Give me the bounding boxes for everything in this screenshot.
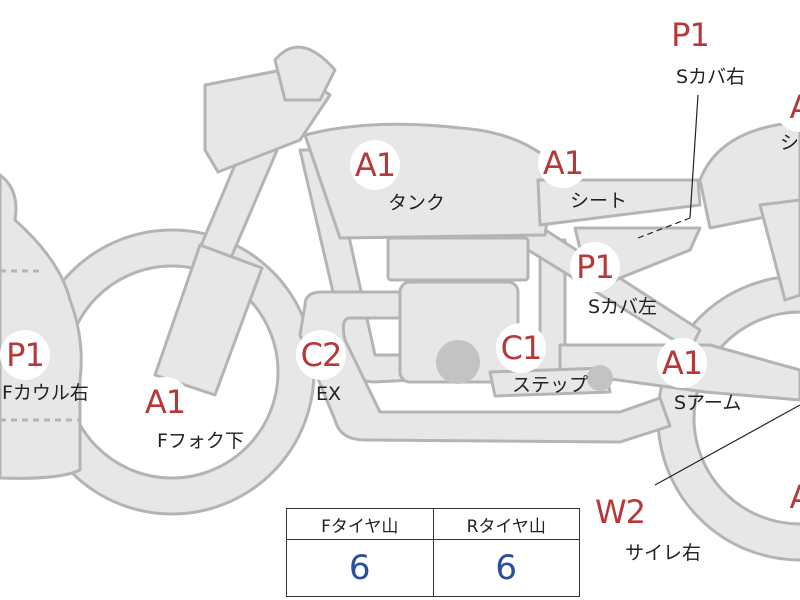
leader-rear-cover (689, 94, 699, 219)
rear-tire-tread-header: Rタイヤ山 (432, 508, 580, 540)
a1-top-right-label: シ (780, 132, 800, 154)
c2-exhaust-marker: C2 (296, 330, 346, 380)
p1-side-cover-left-marker: P1 (570, 242, 620, 292)
marker-grade: P1 (6, 336, 45, 374)
engine-head (386, 236, 530, 282)
a1-swingarm-label: Sアーム (674, 392, 742, 414)
step-peg-circle (587, 365, 613, 391)
a1-front-fork-marker: A1 (140, 377, 190, 427)
marker-grade: C1 (500, 329, 543, 367)
c1-step-label: ステップ (512, 374, 589, 396)
marker-grade: A1 (354, 146, 396, 184)
rear-tire-tread-value: 6 (432, 539, 580, 597)
front-cowl (0, 173, 83, 480)
a1-seat-marker: A1 (538, 138, 588, 188)
marker-grade: A1 (144, 383, 186, 421)
rear-wheel-outline-inner (692, 310, 800, 526)
a1-front-fork-label: Fフォク下 (157, 430, 244, 452)
fuel-tank (303, 122, 557, 240)
front-fork-lower (153, 243, 264, 397)
tire-tread-table: Fタイヤ山 Rタイヤ山 6 6 (286, 508, 580, 597)
step-bar (488, 366, 612, 398)
rear-wheel (658, 276, 800, 560)
marker-grade: A (790, 91, 800, 123)
exhaust-pipe (298, 290, 672, 444)
front-tire-tread-header: Fタイヤ山 (286, 508, 434, 540)
marker-grade: P1 (576, 248, 615, 286)
marker-grade: P1 (671, 16, 710, 54)
a1-seat-label: シート (570, 190, 628, 212)
c2-exhaust-label: EX (316, 383, 342, 405)
p1-front-cowl-right-marker: P1 (0, 330, 50, 380)
marker-grade: W2 (595, 493, 646, 531)
tail-cowl (698, 120, 800, 230)
a1-tank-marker: A1 (350, 140, 400, 190)
p1-side-cover-left-label: Sカバ左 (588, 296, 658, 318)
engine-cover-circle (436, 340, 480, 384)
marker-grade: A (790, 481, 800, 513)
front-tire-tread-value: 6 (286, 539, 434, 597)
w2-muffler-right-label: サイレ右 (625, 542, 702, 564)
rear-shock (758, 198, 800, 302)
p1-rear-cover-right-marker: P1 (665, 10, 715, 60)
headlight (273, 45, 337, 102)
marker-grade: A1 (661, 344, 703, 382)
marker-grade: A1 (542, 144, 584, 182)
c1-step-marker: C1 (496, 323, 546, 373)
a1-swingarm-marker: A1 (657, 338, 707, 388)
leader-muffler (654, 404, 800, 486)
p1-rear-cover-right-label: Sカバ右 (676, 66, 746, 88)
w2-muffler-right-marker: W2 (595, 487, 646, 537)
a1-tank-label: タンク (388, 192, 446, 214)
marker-grade: C2 (300, 336, 343, 374)
p1-front-cowl-right-label: Fカウル右 (2, 382, 89, 404)
seat (536, 178, 702, 227)
